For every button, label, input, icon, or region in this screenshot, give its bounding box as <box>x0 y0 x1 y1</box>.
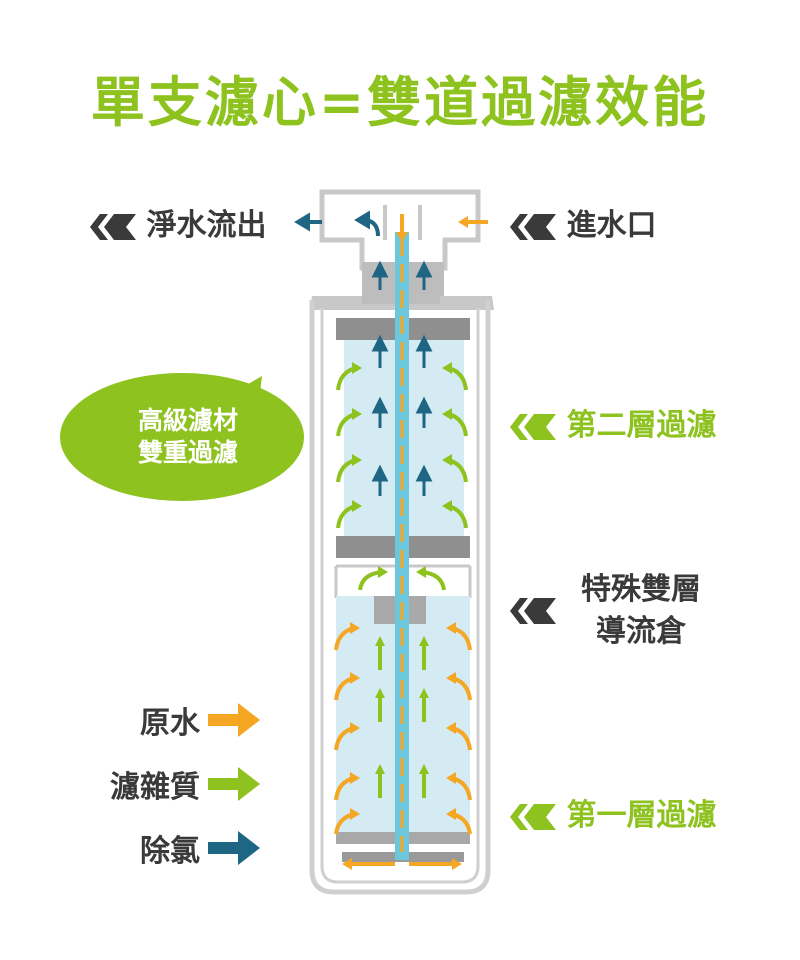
dual-chamber-label: 特殊雙層 導流倉 <box>566 572 716 650</box>
legend-raw-water: 原水 <box>140 698 260 742</box>
page-title: 單支濾心=雙道過濾效能 <box>90 71 710 134</box>
chevron-left-icon <box>90 213 136 240</box>
chlorine-flow-arrows <box>371 260 433 496</box>
housing-shoulder <box>310 296 494 310</box>
stage1-label: 第一層過濾 <box>510 798 716 834</box>
legend-impurity: 濾雜質 <box>110 762 260 806</box>
chevron-left-icon <box>510 413 556 440</box>
chevron-left-icon <box>510 213 556 240</box>
arrow-right-icon <box>208 831 260 865</box>
stage2-text: 第二層過濾 <box>566 408 717 443</box>
outlet-label: 淨水流出 <box>90 208 266 244</box>
stage2-label: 第二層過濾 <box>510 408 716 444</box>
inlet-label: 進水口 <box>510 208 656 244</box>
dual-chamber-line-2: 導流倉 <box>596 614 686 649</box>
legend-chlorine: 除氯 <box>140 826 260 870</box>
housing-body <box>309 300 491 895</box>
legend-chlorine-label: 除氯 <box>140 834 200 869</box>
filter-flow-arrowheads <box>352 362 452 774</box>
dual-chamber-line-1: 特殊雙層 <box>581 572 701 607</box>
arrow-right-icon <box>208 703 260 737</box>
raw-water-arrowheads <box>342 216 468 870</box>
outlet-arrows <box>294 210 380 237</box>
bubble-line-1: 高級濾材 <box>137 406 238 435</box>
outlet-text: 淨水流出 <box>146 208 267 243</box>
center-tube <box>395 232 409 860</box>
housing-top-cap <box>319 189 481 271</box>
bubble-line-2: 雙重過濾 <box>137 438 238 467</box>
inlet-text: 進水口 <box>566 208 657 243</box>
chevron-left-icon <box>510 803 556 830</box>
stage1-text: 第一層過濾 <box>566 798 717 833</box>
legend-raw-water-label: 原水 <box>140 706 200 741</box>
feature-bubble-text: 高級濾材 雙重過濾 <box>90 405 286 469</box>
legend-impurity-label: 濾雜質 <box>110 770 200 805</box>
feature-speech-bubble <box>60 373 304 501</box>
chevron-left-icon <box>510 598 556 624</box>
arrow-right-icon <box>208 767 260 801</box>
